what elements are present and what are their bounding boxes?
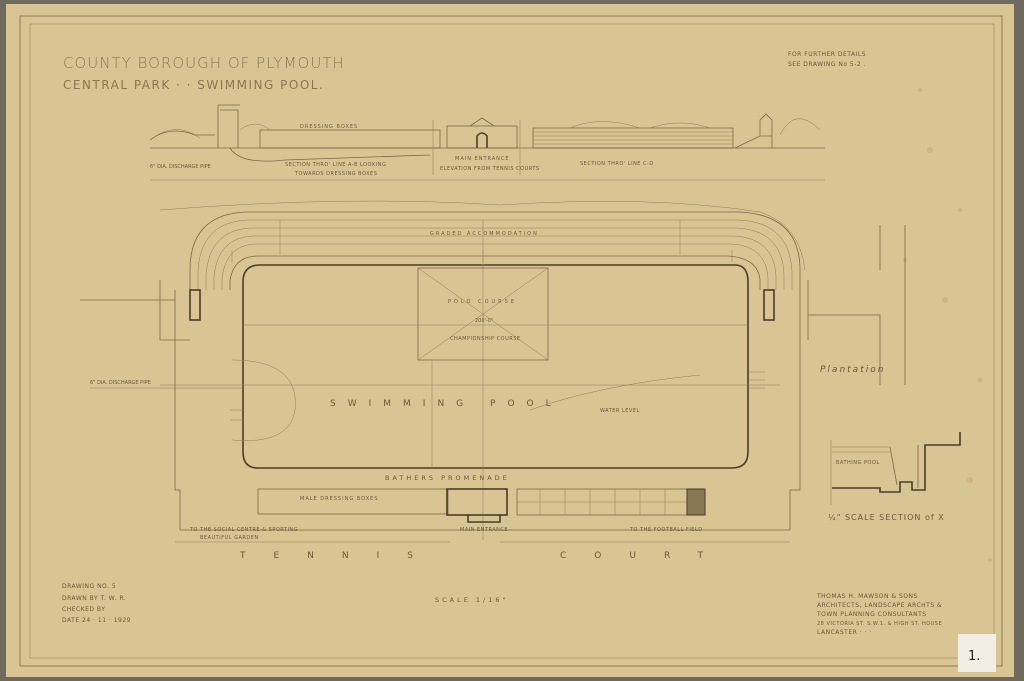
plan-label-swimming-pool: SWIMMING POOL (330, 399, 563, 409)
plan-label-water-level: WATER LEVEL (600, 408, 640, 414)
checked-by: CHECKED BY (62, 606, 105, 613)
elevation-label-outfall: 6" DIA. DISCHARGE PIPE (150, 164, 211, 170)
plan-label-championship-course: CHAMPIONSHIP COURSE (450, 336, 521, 342)
plan-label-to-social: TO THE SOCIAL CENTRE & SPORTING (189, 527, 298, 533)
plan-label-male-dressing-boxes: MALE DRESSING BOXES (300, 496, 379, 502)
plan-label-dimension: 200'-0" (475, 318, 493, 324)
elevation-label-dressing-boxes: DRESSING BOXES (300, 124, 358, 130)
plan-label-tennis: TENNIS (239, 551, 441, 561)
plan-label-to-football: TO THE FOOTBALL FIELD (629, 527, 703, 533)
section-detail: BATHING POOL ¼" SCALE SECTION of X (828, 432, 961, 522)
architect-line-1: THOMAS H. MAWSON & SONS (816, 593, 918, 600)
site-plan: GRADED ACCOMMODATION POLO COURSE 200'-0"… (80, 200, 906, 561)
drawing-info-block: DRAWING NO. 5 DRAWN BY T. W. R. CHECKED … (62, 583, 131, 624)
architect-line-2: ARCHITECTS, LANDSCAPE ARCHTS & (817, 602, 942, 609)
plan-label-discharge: 6" DIA. DISCHARGE PIPE (90, 380, 151, 386)
plan-label-plantation: Plantation (820, 365, 885, 375)
section-label-bathing-pool: BATHING POOL (836, 460, 880, 466)
plan-label-main-entrance: MAIN ENTRANCE (460, 527, 508, 533)
elevation-label-main-entrance: MAIN ENTRANCE (455, 156, 510, 162)
architect-block: THOMAS H. MAWSON & SONS ARCHITECTS, LAND… (816, 593, 942, 636)
title-line-2: CENTRAL PARK · · SWIMMING POOL. (63, 78, 324, 92)
plan-label-polo-course: POLO COURSE (448, 299, 517, 305)
sheet-label: 1. (968, 649, 980, 664)
architect-line-4: 28 VICTORIA ST. S.W.1. & HIGH ST. HOUSE (817, 621, 942, 627)
plan-label-graded-accommodation: GRADED ACCOMMODATION (430, 231, 539, 237)
reference-note-2: SEE DRAWING No 5-2 . (788, 61, 866, 68)
elevation-label-section-ab-2: TOWARDS DRESSING BOXES (294, 171, 377, 177)
plan-label-to-social-2: BEAUTIFUL GARDEN (200, 535, 259, 541)
reference-note-1: FOR FURTHER DETAILS (788, 51, 866, 58)
paper-border-inner (29, 23, 995, 659)
sheet-label-card (958, 634, 996, 672)
plan-label-bathers-promenade: BATHERS PROMENADE (385, 474, 510, 482)
drawn-by: DRAWN BY T. W. R. (62, 595, 126, 602)
paper-border-outer (19, 15, 1003, 667)
drawing-number: DRAWING NO. 5 (62, 583, 116, 590)
drawing-date: DATE 24 · 11 · 1929 (62, 617, 131, 624)
architect-line-5: LANCASTER · · · (817, 629, 872, 636)
plan-label-court: COURT (560, 551, 731, 561)
elevation-section: DRESSING BOXES 6" DIA. DISCHARGE PIPE SE… (149, 104, 825, 181)
section-caption: ¼" SCALE SECTION of X (828, 513, 945, 522)
elevation-label-main-entrance-sub: ELEVATION FROM TENNIS COURTS (440, 166, 540, 172)
elevation-label-section-ab: SECTION THRO' LINE A-B LOOKING (285, 162, 386, 168)
title-line-1: COUNTY BOROUGH OF PLYMOUTH (63, 54, 345, 72)
paper (6, 4, 1014, 677)
elevation-label-section-cd: SECTION THRO' LINE C-D (580, 161, 654, 167)
architect-line-3: TOWN PLANNING CONSULTANTS (816, 611, 927, 618)
scale-label: SCALE 1/16" (435, 596, 509, 604)
